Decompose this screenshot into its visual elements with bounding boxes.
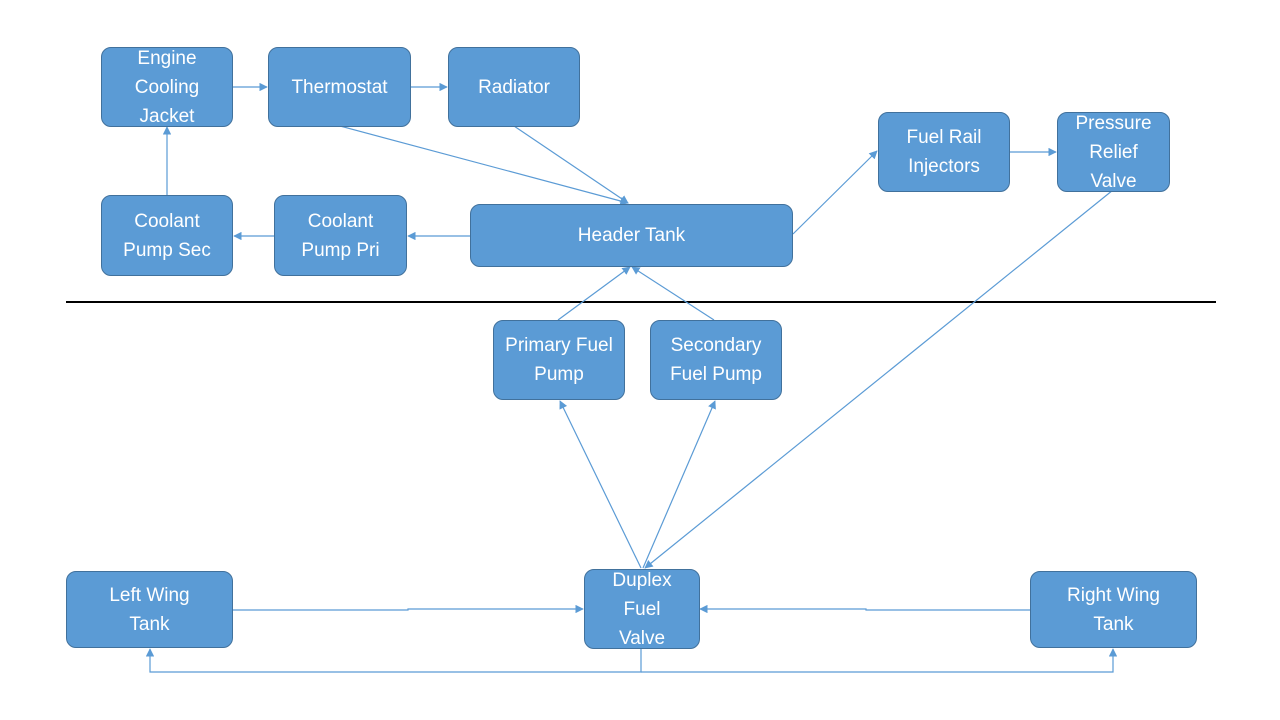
arrow-radiator-to-header-tank (513, 125, 629, 204)
arrow-right-wing-to-duplex-valve (699, 604, 1030, 614)
thermostat-label: Thermostat (291, 76, 388, 98)
arrow-duplex-valve-to-secondary-pump (642, 400, 716, 569)
thermostat-node[interactable]: Thermostat (268, 47, 411, 127)
left-wing-tank-label: Left Wing Tank (109, 584, 190, 635)
arrow-secondary-pump-to-header-tank (631, 266, 715, 321)
coolant-pump-pri-node[interactable]: Coolant Pump Pri (274, 195, 407, 276)
arrow-primary-pump-to-header-tank (557, 266, 631, 321)
pressure-relief-valve-node[interactable]: Pressure Relief Valve (1057, 112, 1170, 192)
primary-fuel-pump-label: Primary Fuel Pump (505, 335, 613, 385)
radiator-label: Radiator (478, 76, 550, 98)
fuel-rail-injectors-node[interactable]: Fuel Rail Injectors (878, 112, 1010, 192)
duplex-fuel-valve-node[interactable]: Duplex Fuel Valve (584, 569, 700, 649)
arrow-header-tank-to-fuel-rail (792, 150, 878, 235)
secondary-fuel-pump-label: Secondary Fuel Pump (670, 335, 762, 385)
primary-fuel-pump-node[interactable]: Primary Fuel Pump (493, 320, 625, 400)
arrow-relief-valve-to-duplex-valve (644, 189, 1114, 569)
arrow-duplex-valve-to-right-wing (641, 648, 1118, 673)
header-tank-label: Header Tank (577, 225, 686, 246)
pressure-relief-valve-label: Pressure Relief Valve (1075, 112, 1152, 192)
coolant-pump-pri-label: Coolant Pump Pri (301, 210, 380, 261)
coolant-pump-sec-node[interactable]: Coolant Pump Sec (101, 195, 233, 276)
duplex-fuel-valve-label: Duplex Fuel Valve (612, 569, 672, 649)
radiator-node[interactable]: Radiator (448, 47, 580, 127)
engine-cooling-jacket-label: Engine Cooling Jacket (134, 47, 200, 127)
left-wing-tank-node[interactable]: Left Wing Tank (66, 571, 233, 648)
secondary-fuel-pump-node[interactable]: Secondary Fuel Pump (650, 320, 782, 400)
arrow-duplex-valve-to-primary-pump (559, 400, 642, 569)
right-wing-tank-label: Right Wing Tank (1067, 584, 1160, 635)
arrow-duplex-valve-to-left-wing (145, 648, 642, 673)
header-tank-node[interactable]: Header Tank (470, 204, 793, 267)
arrow-left-wing-to-duplex-valve (233, 604, 584, 614)
right-wing-tank-node[interactable]: Right Wing Tank (1030, 571, 1197, 648)
arrow-thermostat-to-header-tank (339, 125, 629, 206)
fuel-rail-injectors-label: Fuel Rail Injectors (906, 127, 982, 177)
engine-cooling-jacket-node[interactable]: Engine Cooling Jacket (101, 47, 233, 127)
coolant-pump-sec-label: Coolant Pump Sec (123, 210, 211, 261)
